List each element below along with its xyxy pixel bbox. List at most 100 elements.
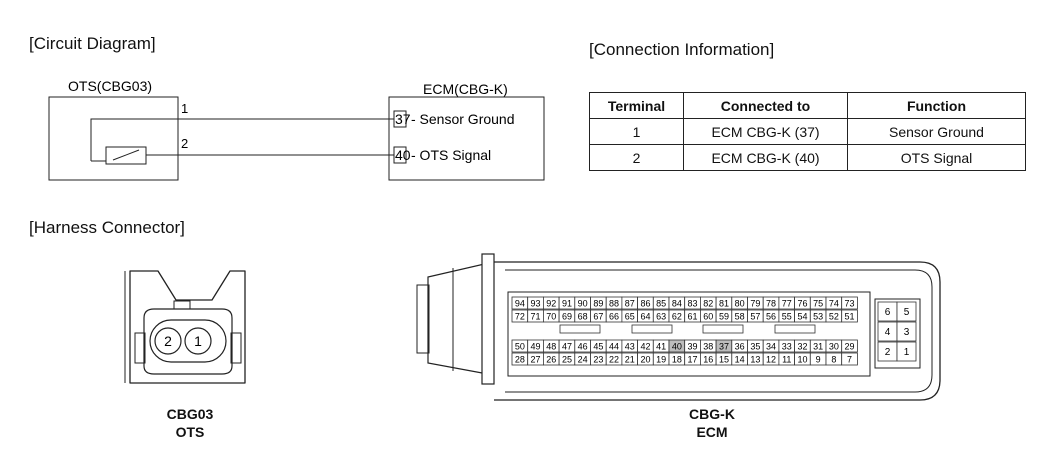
terminal-cell: 2 bbox=[589, 144, 684, 171]
ecm-lever-handle bbox=[416, 284, 430, 354]
ecm-small-pin-label-1: 1 bbox=[904, 347, 910, 358]
ecm-pin-label-54: 54 bbox=[797, 312, 807, 322]
ecm-pin-label-71: 71 bbox=[531, 312, 541, 322]
ots-caption-line2: OTS bbox=[175, 424, 205, 440]
ecm-pin-label-10: 10 bbox=[797, 355, 807, 365]
sensor-diagonal bbox=[112, 149, 140, 161]
ecm-pin-label-29: 29 bbox=[845, 342, 855, 352]
ecm-pin-label-55: 55 bbox=[782, 312, 792, 322]
ecm-pin-label-20: 20 bbox=[640, 355, 650, 365]
col-function-header: Function bbox=[847, 92, 1026, 119]
ecm-small-pin-label-4: 4 bbox=[885, 327, 891, 338]
ecm-pin-box-40 bbox=[393, 146, 407, 164]
ecm-pin-cell-51 bbox=[841, 309, 858, 323]
ecm-key-slot-4 bbox=[774, 324, 816, 334]
ots-inner-shell bbox=[143, 308, 233, 375]
ecm-pin-label-89: 89 bbox=[593, 299, 603, 309]
ecm-pin-label-64: 64 bbox=[640, 312, 650, 322]
ecm-pin-label-80: 80 bbox=[735, 299, 745, 309]
ecm-pin-label-16: 16 bbox=[703, 355, 713, 365]
ecm-pin-label-53: 53 bbox=[813, 312, 823, 322]
ecm-pin-label-52: 52 bbox=[829, 312, 839, 322]
ots-side-rib-left bbox=[134, 332, 146, 364]
ecm-pin-label-31: 31 bbox=[813, 342, 823, 352]
ecm-pin-label-45: 45 bbox=[593, 342, 603, 352]
ecm-pin-label-14: 14 bbox=[735, 355, 745, 365]
ecm-pin-label-35: 35 bbox=[750, 342, 760, 352]
ecm-pin-label-33: 33 bbox=[782, 342, 792, 352]
ecm-pin-label-66: 66 bbox=[609, 312, 619, 322]
ecm-pin-37-text: - Sensor Ground bbox=[411, 111, 515, 127]
ecm-pin-37-number: 37 bbox=[395, 111, 411, 127]
ecm-small-pin-label-6: 6 bbox=[885, 307, 891, 318]
connection-info-heading: [Connection Information] bbox=[589, 40, 775, 59]
ecm-pin-label-15: 15 bbox=[719, 355, 729, 365]
harness-connector-heading: [Harness Connector] bbox=[29, 218, 185, 237]
ecm-pin-label-83: 83 bbox=[688, 299, 698, 309]
ecm-pin-cell-73 bbox=[841, 296, 858, 310]
ecm-small-pin-cell-1 bbox=[896, 341, 917, 362]
ecm-pin-label-84: 84 bbox=[672, 299, 682, 309]
ecm-connector-label: ECM(CBG-K) bbox=[423, 81, 508, 97]
ecm-pin-label-87: 87 bbox=[625, 299, 635, 309]
ecm-box bbox=[388, 96, 545, 181]
ecm-pin-label-76: 76 bbox=[797, 299, 807, 309]
ecm-pin-label-65: 65 bbox=[625, 312, 635, 322]
ecm-pin-label-40: 40 bbox=[672, 342, 682, 352]
ots-harness-pin-2-label: 2 bbox=[164, 333, 172, 349]
ecm-pin-label-63: 63 bbox=[656, 312, 666, 322]
ecm-pin-label-38: 38 bbox=[703, 342, 713, 352]
ecm-pin-label-47: 47 bbox=[562, 342, 572, 352]
ecm-pin-label-60: 60 bbox=[703, 312, 713, 322]
ecm-connector-inner-outline bbox=[505, 269, 933, 393]
ecm-pin-label-51: 51 bbox=[845, 312, 855, 322]
ots-pin-1: 1 bbox=[181, 101, 188, 116]
ecm-pin-label-25: 25 bbox=[562, 355, 572, 365]
ecm-pin-label-75: 75 bbox=[813, 299, 823, 309]
ecm-pin-label-36: 36 bbox=[735, 342, 745, 352]
function-cell: OTS Signal bbox=[847, 144, 1026, 171]
circuit-diagram: OTS(CBG03) 1 2 ECM(CBG-K) 37 - Sensor Gr… bbox=[48, 78, 545, 181]
ecm-pin-label-48: 48 bbox=[546, 342, 556, 352]
ecm-connector-body bbox=[494, 261, 941, 401]
ecm-pin-label-70: 70 bbox=[546, 312, 556, 322]
ecm-pin-label-17: 17 bbox=[688, 355, 698, 365]
ecm-pin-label-39: 39 bbox=[688, 342, 698, 352]
ecm-pin-label-43: 43 bbox=[625, 342, 635, 352]
ecm-pin-label-30: 30 bbox=[829, 342, 839, 352]
connected-to-cell: ECM CBG-K (40) bbox=[683, 144, 848, 171]
ots-box bbox=[48, 96, 179, 181]
col-connected-to-header: Connected to bbox=[683, 92, 848, 119]
ecm-pin-label-91: 91 bbox=[562, 299, 572, 309]
ecm-pin-label-8: 8 bbox=[831, 355, 836, 365]
ots-caption-line1: CBG03 bbox=[166, 406, 214, 422]
ecm-pin-label-81: 81 bbox=[719, 299, 729, 309]
ecm-caption-line1: CBG-K bbox=[689, 406, 735, 422]
ecm-pin-label-32: 32 bbox=[797, 342, 807, 352]
ots-harness-connector: 2 1 bbox=[124, 270, 246, 384]
ecm-pin-label-7: 7 bbox=[847, 355, 852, 365]
ecm-pin-cell-7 bbox=[841, 352, 858, 366]
ecm-pin-label-62: 62 bbox=[672, 312, 682, 322]
ecm-pin-label-41: 41 bbox=[656, 342, 666, 352]
ecm-pin-label-57: 57 bbox=[750, 312, 760, 322]
ecm-pin-40-text: - OTS Signal bbox=[411, 147, 491, 163]
ecm-pin-label-56: 56 bbox=[766, 312, 776, 322]
ecm-pin-label-74: 74 bbox=[829, 299, 839, 309]
ecm-pin-label-58: 58 bbox=[735, 312, 745, 322]
ecm-pin-label-24: 24 bbox=[578, 355, 588, 365]
ots-harness-pin-1-label: 1 bbox=[194, 333, 202, 349]
ecm-pin-label-11: 11 bbox=[782, 355, 791, 365]
ecm-pin-label-13: 13 bbox=[750, 355, 760, 365]
ots-pin-cavity bbox=[149, 319, 227, 363]
ecm-small-pin-cell-3 bbox=[896, 321, 917, 342]
ecm-pin-label-21: 21 bbox=[625, 355, 635, 365]
ecm-pin-label-37: 37 bbox=[719, 342, 729, 352]
ecm-pin-label-50: 50 bbox=[515, 342, 525, 352]
ecm-pin-label-68: 68 bbox=[578, 312, 588, 322]
ecm-small-pin-label-5: 5 bbox=[904, 307, 910, 318]
ecm-pin-label-9: 9 bbox=[816, 355, 821, 365]
ecm-pin-label-26: 26 bbox=[546, 355, 556, 365]
table-row: 1 ECM CBG-K (37) Sensor Ground bbox=[589, 118, 1026, 145]
